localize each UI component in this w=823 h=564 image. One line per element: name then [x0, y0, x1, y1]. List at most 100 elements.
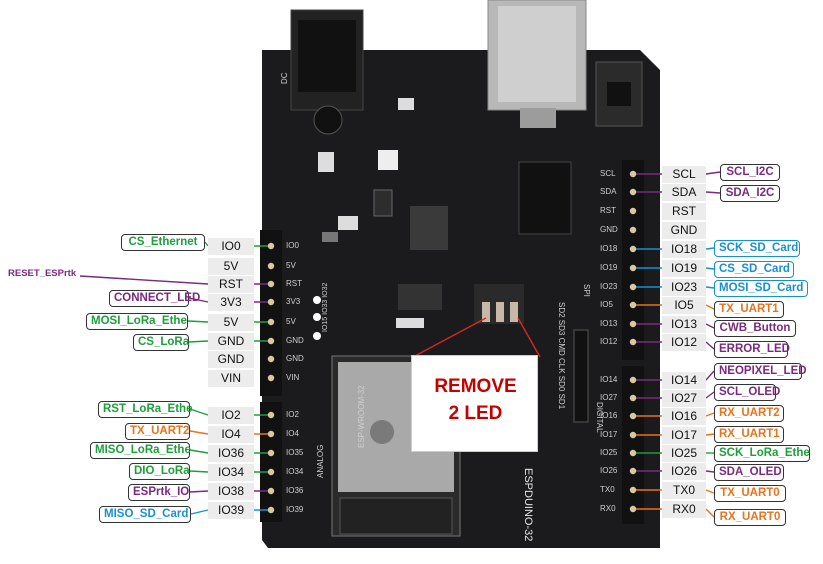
left-signal-tag: ESPrtk_IO: [128, 484, 190, 501]
right-pin-label: IO16: [662, 408, 706, 425]
right-leader-line: [705, 304, 715, 310]
right-silk-label: IO23: [600, 282, 618, 291]
header-pad: [629, 467, 637, 475]
callout-pointer-right: [517, 317, 541, 358]
left-signal-tag: RST_LoRa_Ethe: [98, 401, 192, 418]
header-pad: [629, 412, 637, 420]
left-leader-line: [204, 241, 209, 247]
left-leader-line: [189, 430, 209, 435]
right-signal-tag: RX_UART0: [714, 509, 786, 526]
regulator: [398, 284, 442, 310]
left-silk-label: GND: [286, 354, 304, 363]
left-signal-tag: CS_Ethernet: [121, 234, 205, 251]
left-pin-label: RST: [208, 276, 254, 293]
right-leader-line: [705, 341, 715, 350]
header-pad: [629, 188, 637, 196]
left-pin-label: VIN: [208, 370, 254, 387]
left-leader-line: [188, 340, 209, 343]
header-pad: [629, 394, 637, 402]
right-leader-line: [705, 508, 715, 518]
left-signal-tag: MOSI_LoRa_Ethe: [86, 313, 188, 330]
right-pin-label: IO5: [662, 297, 706, 314]
left-silk-label: RST: [286, 279, 302, 288]
left-silk-label: IO39: [286, 505, 304, 514]
header-pad: [629, 301, 637, 309]
inductor: [410, 206, 448, 250]
right-signal-tag: ERROR_LED: [714, 341, 790, 358]
silk-board-name: ESPDUINO-32: [522, 468, 534, 542]
right-signal-tag: MOSI_SD_Card: [714, 280, 808, 297]
header-pad: [267, 411, 275, 419]
header-pad: [267, 468, 275, 476]
left-silk-label: IO36: [286, 486, 304, 495]
right-pin-label: RX0: [662, 501, 706, 518]
left-silk-label: IO34: [286, 467, 304, 476]
right-pin-label: IO19: [662, 260, 706, 277]
header-pad: [267, 449, 275, 457]
header-pad: [629, 505, 637, 513]
right-leader-line: [705, 470, 715, 473]
right-silk-label: IO13: [600, 319, 618, 328]
left-pin-label: IO4: [208, 426, 254, 443]
header-pad: [267, 337, 275, 345]
left-silk-label: 3V3: [286, 297, 301, 306]
right-header: [622, 160, 644, 360]
right-signal-tag: SCL_OLED: [714, 384, 780, 401]
header-pad: [267, 430, 275, 438]
right-pin-label: IO23: [662, 279, 706, 296]
header-pad: [267, 298, 275, 306]
right-pin-label: IO27: [662, 390, 706, 407]
left-signal-tag: MISO_LoRa_Ethe: [90, 442, 191, 459]
header-pad: [267, 280, 275, 288]
right-silk-label: TX0: [600, 485, 615, 494]
right-silk-label: GND: [600, 225, 618, 234]
right-signal-tag: SCK_SD_Card: [714, 240, 800, 257]
remove-led-callout: REMOVE 2 LED: [411, 355, 538, 452]
header-pad: [267, 374, 275, 382]
header-pad: [267, 242, 275, 250]
header-pad: [629, 449, 637, 457]
right-silk-label: IO5: [600, 300, 613, 309]
right-pin-label: GND: [662, 222, 706, 239]
header-pad: [629, 431, 637, 439]
left-silk-label: VIN: [286, 373, 300, 382]
callout-line-2: 2 LED: [448, 403, 503, 424]
right-leader-line: [705, 391, 715, 399]
left-header: [260, 230, 282, 396]
silk-analog: ANALOG: [316, 444, 325, 478]
right-signal-tag: RX_UART1: [714, 426, 784, 443]
right-silk-label: SCL: [600, 169, 616, 178]
right-leader-line: [705, 286, 715, 289]
right-signal-tag: TX_UART1: [714, 301, 784, 318]
left-pin-label: IO36: [208, 445, 254, 462]
right-pin-label: RST: [662, 203, 706, 220]
right-silk-label: IO16: [600, 411, 618, 420]
right-silk-label: IO18: [600, 244, 618, 253]
left-pin-label: 3V3: [208, 294, 254, 311]
left-silk-label: IO4: [286, 429, 299, 438]
right-signal-tag: CS_SD_Card: [714, 261, 794, 278]
right-leader-line: [705, 191, 721, 194]
header-pad: [267, 506, 275, 514]
right-silk-label: IO14: [600, 375, 618, 384]
left-leader-line: [190, 509, 209, 515]
right-leader-line: [705, 370, 715, 381]
right-leader-line: [705, 412, 715, 417]
left-leader-line: [79, 275, 209, 285]
left-silk-label: 5V: [286, 317, 296, 326]
right-leader-line: [705, 267, 715, 270]
left-pin-label: IO0: [208, 238, 254, 255]
silk-spi: SPI: [582, 284, 591, 297]
left-pin-label: 5V: [208, 258, 254, 275]
header-pad: [267, 262, 275, 270]
right-silk-label: IO19: [600, 263, 618, 272]
left-leader-line: [189, 449, 209, 454]
right-pin-label: IO13: [662, 316, 706, 333]
right-silk-label: IO17: [600, 430, 618, 439]
right-pin-label: SDA: [662, 184, 706, 201]
right-silk-label: SDA: [600, 187, 617, 196]
left-signal-tag: CS_LoRa: [133, 334, 189, 351]
header-pad: [629, 264, 637, 272]
